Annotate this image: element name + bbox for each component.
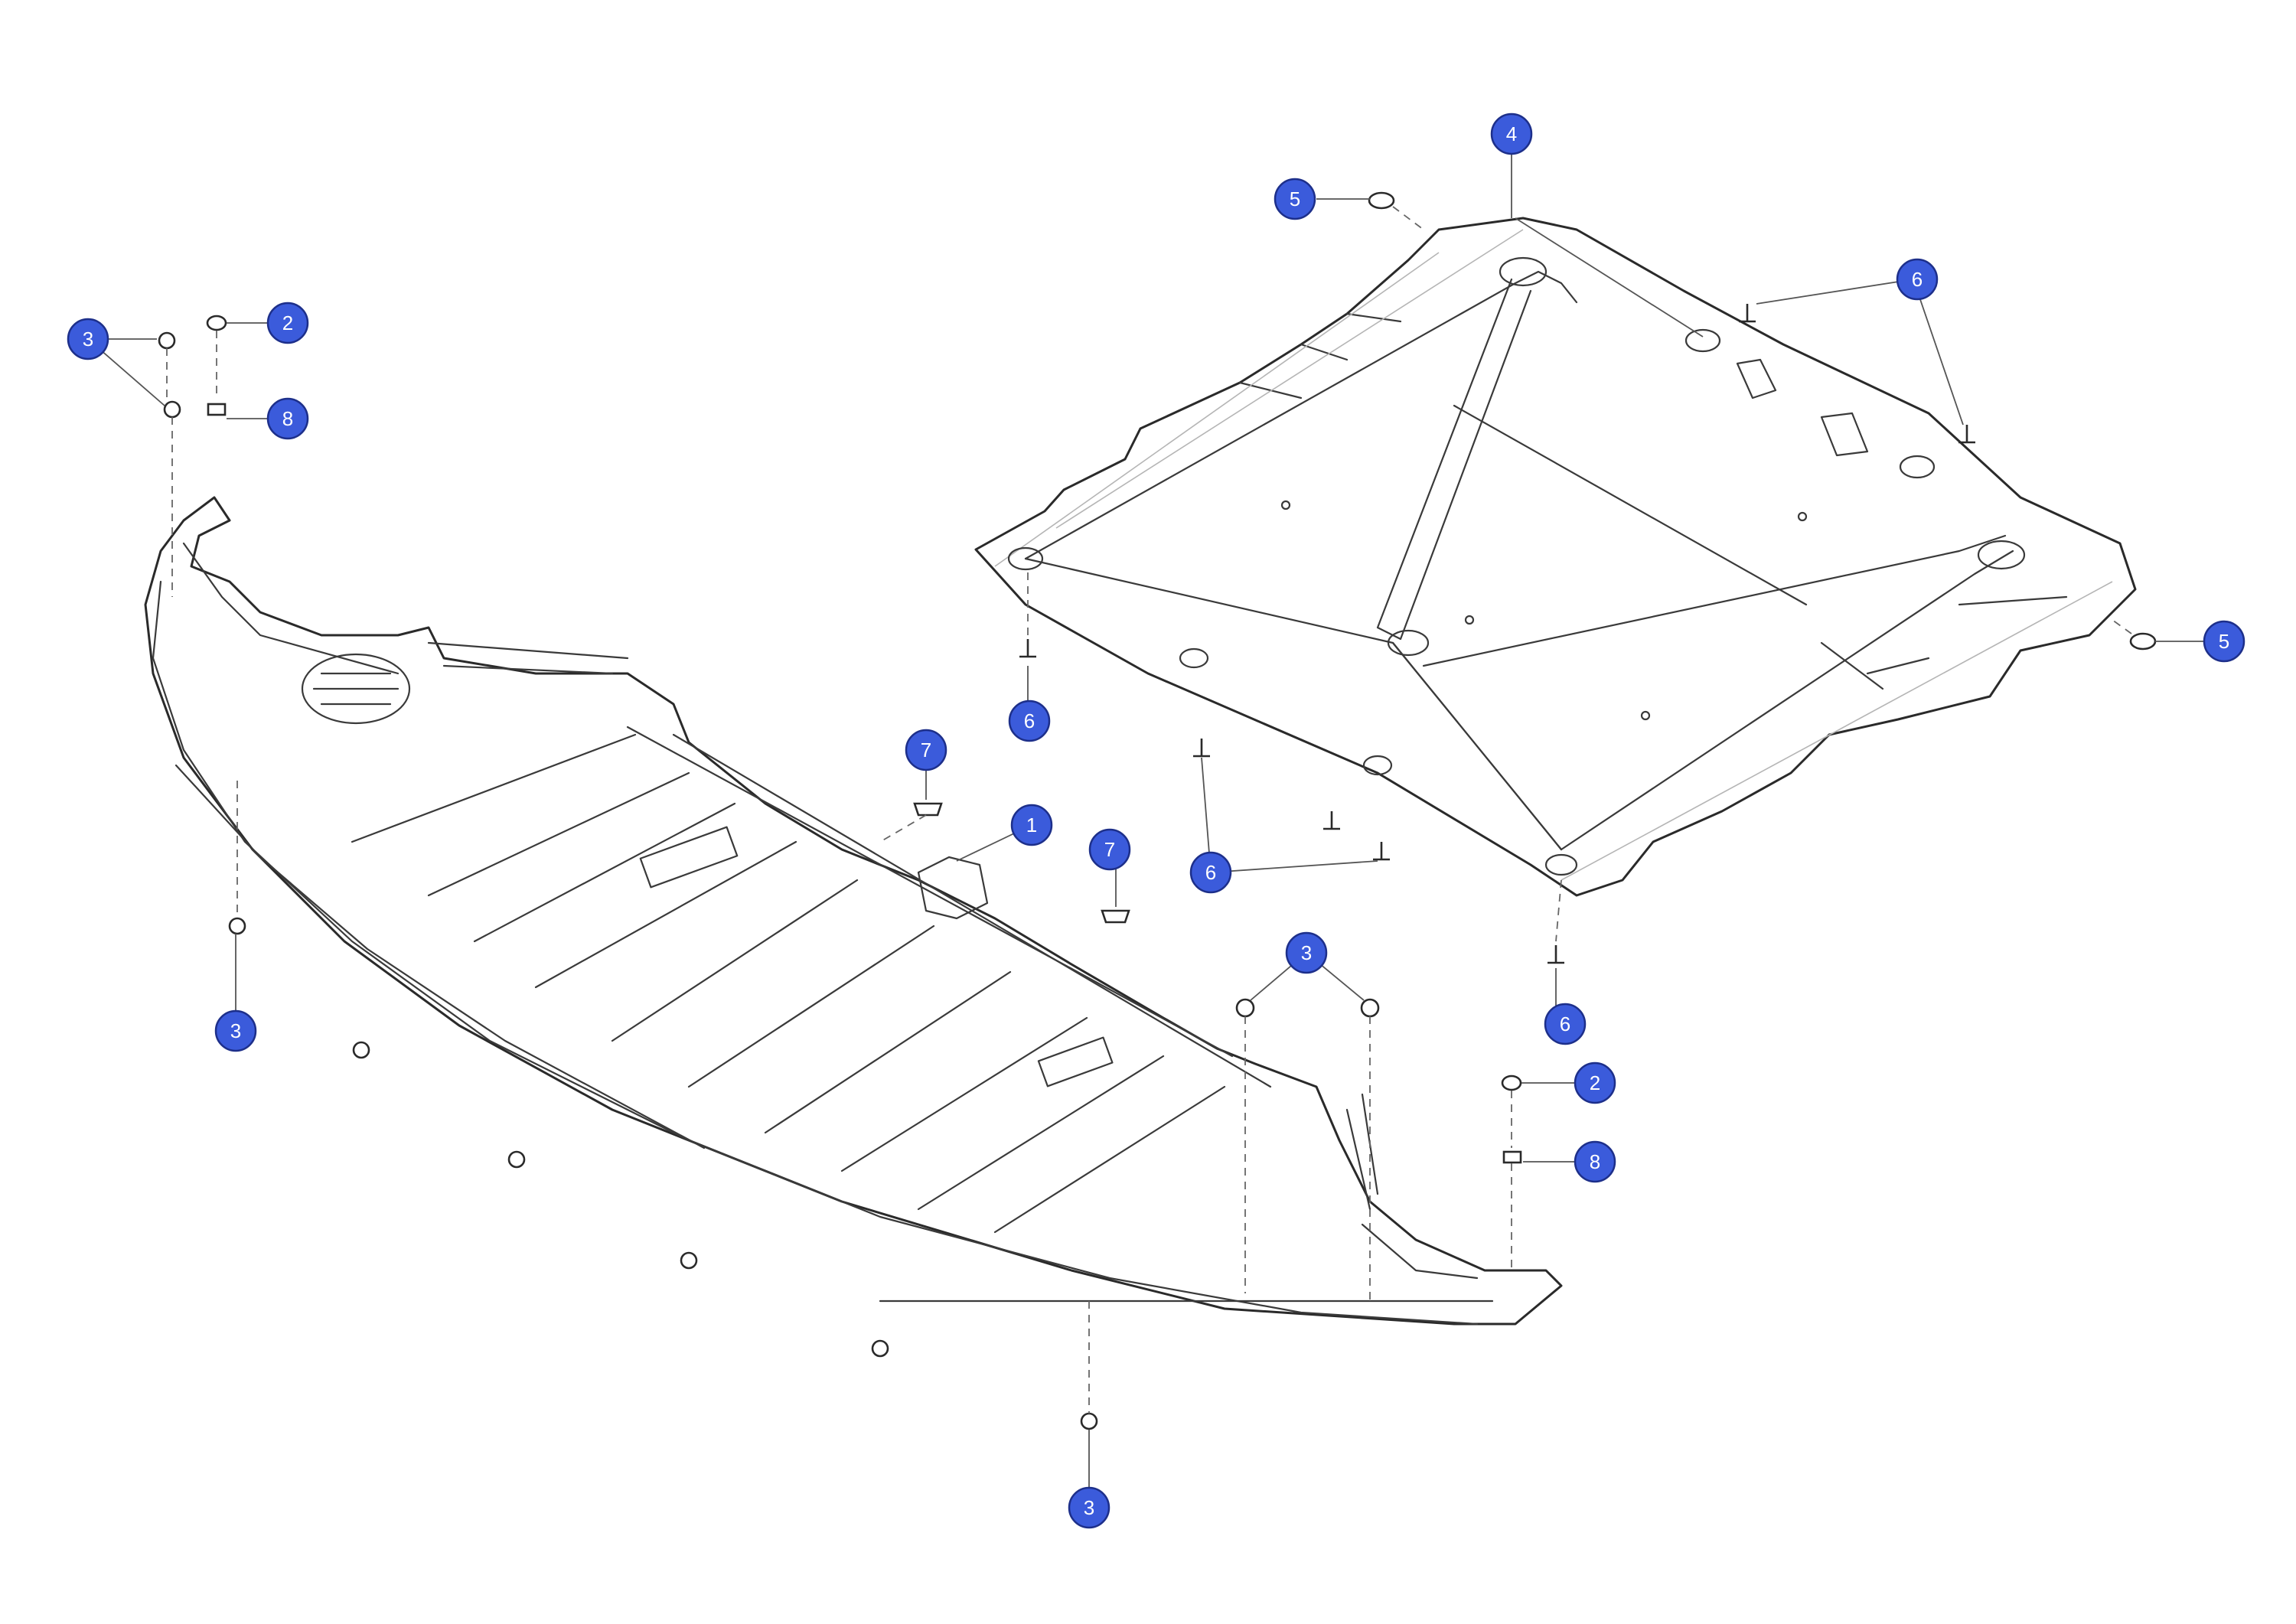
- callout-6-label: 6: [1024, 709, 1035, 732]
- rivet-icon: [1235, 998, 1255, 1018]
- callout-7: 7: [905, 729, 947, 771]
- callout-7-label: 7: [1104, 838, 1115, 861]
- callout-7: 7: [1088, 828, 1131, 871]
- callout-3: 3: [67, 318, 109, 360]
- clip-icon: [1101, 909, 1130, 924]
- fasteners: [158, 191, 2157, 1430]
- nut-icon: [1501, 1075, 1522, 1091]
- callout-6: 6: [1189, 851, 1232, 894]
- underbody-shield-outline: [974, 217, 2137, 897]
- callout-4-label: 4: [1506, 122, 1517, 145]
- callout-2-label: 2: [282, 311, 293, 334]
- callouts: 1 2 2 3 3 3 3 4: [67, 113, 2245, 1529]
- callout-3-label: 3: [1084, 1496, 1094, 1519]
- bolt-icon: [1548, 945, 1564, 964]
- callout-3-label: 3: [230, 1019, 241, 1042]
- washer-icon: [2129, 632, 2157, 651]
- bolt-icon: [1958, 425, 1975, 444]
- callout-6: 6: [1896, 258, 1939, 301]
- rivet-icon: [1080, 1412, 1098, 1430]
- rivet-icon: [680, 1251, 698, 1270]
- callout-3: 3: [214, 1009, 257, 1052]
- callout-5: 5: [1274, 178, 1316, 220]
- callout-6-label: 6: [1912, 268, 1923, 291]
- callout-3: 3: [1285, 931, 1328, 974]
- callout-5: 5: [2203, 620, 2245, 663]
- bolt-icon: [1019, 639, 1036, 658]
- callout-6-label: 6: [1560, 1013, 1570, 1035]
- stud-icon: [207, 403, 227, 416]
- rivet-icon: [507, 1150, 526, 1169]
- front-underbody-panel: [144, 496, 1563, 1326]
- washer-icon: [1368, 191, 1395, 210]
- callout-2: 2: [1574, 1061, 1616, 1104]
- callout-5-label: 5: [1290, 188, 1300, 210]
- rivet-icon: [228, 917, 246, 935]
- callout-5-label: 5: [2219, 630, 2229, 653]
- rivet-icon: [352, 1041, 370, 1059]
- callout-8-label: 8: [1590, 1150, 1600, 1173]
- front-underbody-panel-outline: [144, 496, 1563, 1326]
- rivet-icon: [163, 400, 181, 419]
- callout-3: 3: [1068, 1486, 1110, 1529]
- callout-6: 6: [1008, 699, 1051, 742]
- stud-icon: [1502, 1150, 1522, 1164]
- callout-8: 8: [1574, 1140, 1616, 1183]
- bolt-icon: [1373, 842, 1390, 861]
- callout-6-label: 6: [1205, 861, 1216, 884]
- callout-2: 2: [266, 302, 309, 344]
- rivet-icon: [871, 1339, 889, 1358]
- bolt-icon: [1739, 304, 1756, 323]
- callout-3-label: 3: [83, 328, 93, 351]
- bolt-icon: [1323, 811, 1340, 830]
- bolt-icon: [1193, 739, 1210, 758]
- callout-8: 8: [266, 397, 309, 440]
- callout-2-label: 2: [1590, 1071, 1600, 1094]
- callout-7-label: 7: [921, 739, 931, 761]
- callout-6: 6: [1544, 1003, 1587, 1045]
- underbody-shield: [974, 217, 2137, 897]
- rivet-icon: [158, 331, 176, 350]
- callout-8-label: 8: [282, 407, 293, 430]
- callout-1: 1: [1010, 804, 1053, 846]
- callout-3-label: 3: [1301, 941, 1312, 964]
- callout-1-label: 1: [1026, 814, 1037, 836]
- callout-1-badge: [1010, 804, 1053, 846]
- nut-icon: [206, 315, 227, 331]
- callout-4: 4: [1490, 113, 1533, 155]
- rivet-icon: [1360, 998, 1380, 1018]
- clip-icon: [913, 802, 943, 817]
